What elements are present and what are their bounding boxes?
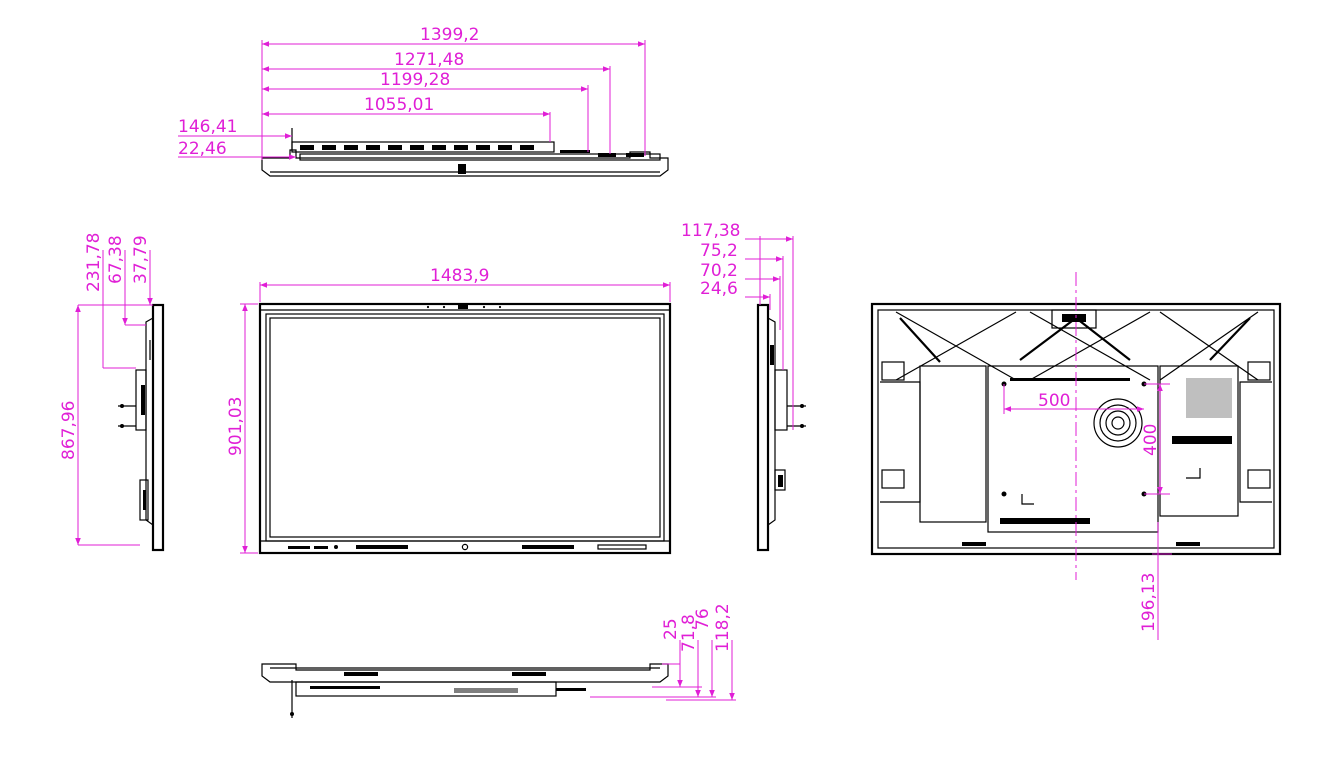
- front-view-dots: [426, 305, 502, 309]
- dim-rear-500: 500: [1038, 391, 1070, 411]
- rear-speaker-grille: [1099, 404, 1137, 442]
- dim-bottom-25: 25: [661, 618, 681, 640]
- top-view: 1399,2 1271,48 1199,28 1055,01 146,41 22…: [178, 25, 669, 177]
- dim-bottom-76: 76: [693, 608, 713, 630]
- dim-bottom-71-8: 71,8: [679, 614, 699, 652]
- dim-left-231-78: 231,78: [84, 233, 104, 292]
- dim-right-24-6: 24,6: [700, 279, 738, 299]
- dim-left-67-38: 67,38: [106, 235, 126, 284]
- dim-bottom-118-2: 118,2: [713, 603, 733, 652]
- dim-front-1483-9: 1483,9: [430, 266, 489, 286]
- dim-right-117-38: 117,38: [681, 221, 740, 241]
- bottom-view: 25 71,8 76 118,2: [261, 603, 736, 718]
- right-side-view: 117,38 75,2 70,2 24,6: [681, 221, 806, 552]
- dim-top-1199-28: 1199,28: [380, 70, 450, 90]
- dim-top-1399-2: 1399,2: [420, 25, 479, 45]
- dim-top-1055-01: 1055,01: [364, 95, 434, 115]
- top-view-vents: [300, 145, 534, 150]
- dim-right-70-2: 70,2: [700, 261, 738, 281]
- rear-view: 500 400 196,13: [870, 272, 1282, 640]
- dim-top-1271-48: 1271,48: [394, 50, 464, 70]
- dim-front-901-03: 901,03: [226, 397, 246, 456]
- dim-right-75-2: 75,2: [700, 241, 738, 261]
- left-side-view: 231,78 67,38 37,79 867,96: [59, 233, 165, 552]
- dim-rear-196-13: 196,13: [1139, 573, 1159, 632]
- dim-rear-400: 400: [1141, 424, 1161, 456]
- dim-top-146-41: 146,41: [178, 117, 237, 137]
- dim-left-37-79: 37,79: [131, 235, 151, 284]
- dim-left-867-96: 867,96: [59, 401, 79, 460]
- front-view: 1483,9 901,03: [226, 266, 672, 555]
- front-view-bottom-bar: [288, 543, 647, 551]
- dim-top-22-46: 22,46: [178, 139, 227, 159]
